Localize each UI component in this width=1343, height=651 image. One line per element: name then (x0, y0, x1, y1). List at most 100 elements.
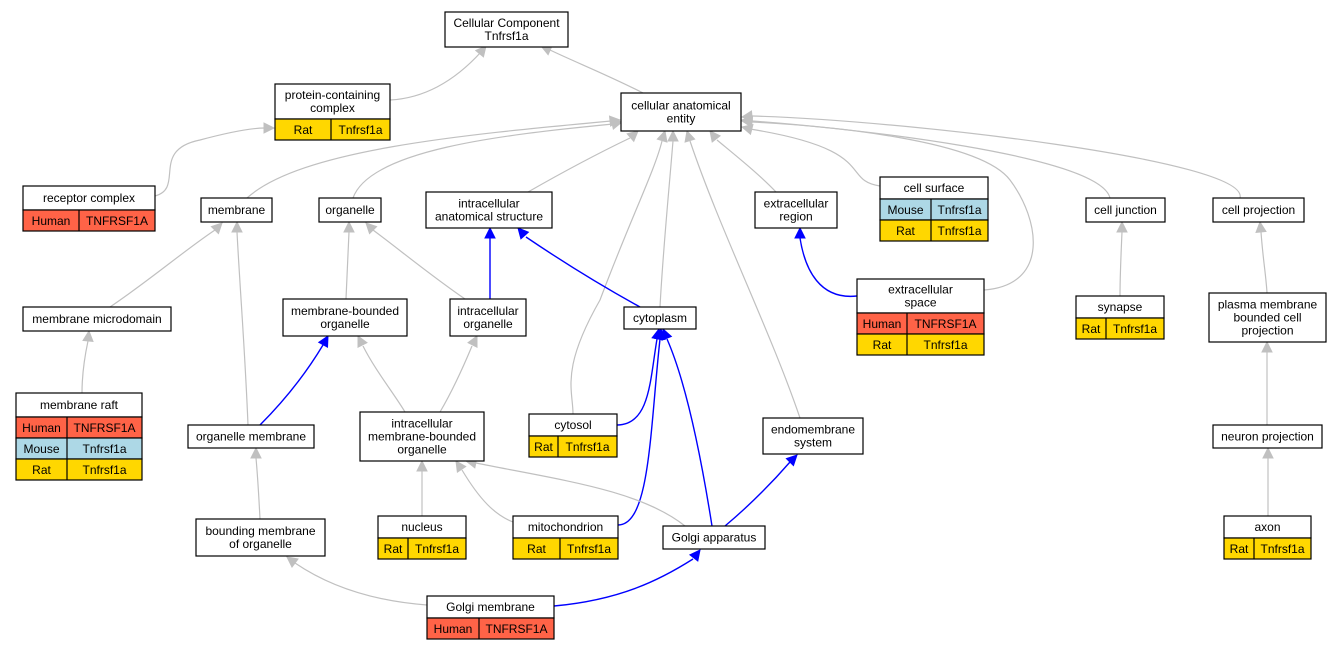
edge-mito-to-imbo (455, 460, 514, 523)
species-label: Rat (1082, 322, 1101, 336)
node-label: bounded cell (1233, 311, 1301, 325)
node-label: axon (1254, 520, 1280, 534)
node-cyto[interactable]: cytoplasm (623, 306, 697, 330)
edge-es-to-cae (740, 116, 1034, 291)
node-cj[interactable]: cell junction (1085, 197, 1166, 223)
arrowhead (250, 446, 262, 459)
species-label: Rat (32, 463, 51, 477)
arrowhead (357, 335, 368, 348)
edge-imbo-to-mbo (357, 335, 406, 413)
arrowhead (517, 227, 530, 240)
arrowhead (626, 130, 639, 143)
node-label: nucleus (401, 520, 442, 534)
node-label: space (904, 296, 936, 310)
node-organelle[interactable]: organelle (318, 197, 382, 223)
edges-layer (81, 44, 1274, 607)
gene-symbol: Tnfrsf1a (1260, 542, 1304, 556)
node-label: organelle membrane (196, 430, 306, 444)
edge-nucleus-to-imbo (416, 459, 428, 517)
gene-symbol: Tnfrsf1a (82, 442, 126, 456)
node-label: anatomical structure (435, 210, 543, 224)
node-label: intracellular (458, 197, 519, 211)
arrowhead (474, 45, 487, 58)
arrowhead (740, 116, 754, 128)
node-label: bounding membrane (205, 524, 315, 538)
node-label: membrane microdomain (32, 312, 161, 326)
node-label: cellular anatomical (631, 99, 730, 113)
gene-symbol: Tnfrsf1a (338, 123, 382, 137)
node-membrane[interactable]: membrane (200, 197, 273, 223)
arrowhead (467, 335, 478, 348)
edge-cs-to-cae (740, 123, 881, 187)
node-label: region (779, 210, 812, 224)
species-label: Human (22, 421, 61, 435)
node-om[interactable]: organelle membrane (187, 424, 315, 449)
node-np[interactable]: neuron projection (1212, 424, 1323, 449)
arrowhead (1262, 446, 1274, 459)
edge-om-to-membrane (231, 220, 249, 426)
edge-cytosol-to-cae (570, 129, 668, 415)
node-label: cell junction (1094, 203, 1157, 217)
edge-golgi-to-cyto (661, 327, 713, 527)
node-label: intracellular (391, 417, 452, 431)
node-label: membrane (208, 203, 266, 217)
arrowhead (684, 129, 696, 143)
node-label: endomembrane (771, 423, 855, 437)
node-label: organelle (397, 443, 447, 457)
arrowhead (416, 459, 428, 472)
species-label: Rat (527, 542, 546, 556)
node-label: of organelle (229, 537, 292, 551)
gene-symbol: Tnfrsf1a (937, 203, 981, 217)
edge-pcc-to-root (389, 45, 487, 101)
node-label: protein-containing (285, 88, 380, 102)
arrowhead (484, 226, 496, 239)
node-label: Golgi membrane (446, 600, 535, 614)
node-label: receptor complex (43, 191, 135, 205)
species-label: Rat (384, 542, 403, 556)
edge-organelle-to-cae (352, 118, 624, 199)
gene-symbol: TNFRSF1A (914, 317, 976, 331)
arrowhead (667, 129, 679, 142)
edge-om-to-mbo (259, 335, 329, 426)
arrowhead (661, 327, 673, 341)
edge-gm-to-bmo (286, 556, 428, 606)
gene-symbol: Tnfrsf1a (923, 338, 967, 352)
node-label: organelle (320, 317, 370, 331)
node-label: Tnfrsf1a (484, 29, 528, 43)
node-label: cytosol (554, 418, 591, 432)
edge-imbo-to-io (439, 335, 478, 413)
node-label: extracellular (764, 197, 829, 211)
edge-mm-to-membrane (109, 222, 223, 308)
species-label: Rat (896, 224, 915, 238)
node-cp[interactable]: cell projection (1212, 197, 1305, 223)
node-golgi[interactable]: Golgi apparatus (662, 525, 766, 550)
edge-es-to-er (794, 226, 858, 297)
species-label: Mouse (887, 203, 923, 217)
node-label: membrane raft (40, 398, 119, 412)
gene-symbol: Tnfrsf1a (565, 440, 609, 454)
node-mm[interactable]: membrane microdomain (22, 306, 172, 332)
arrowhead (610, 118, 624, 130)
